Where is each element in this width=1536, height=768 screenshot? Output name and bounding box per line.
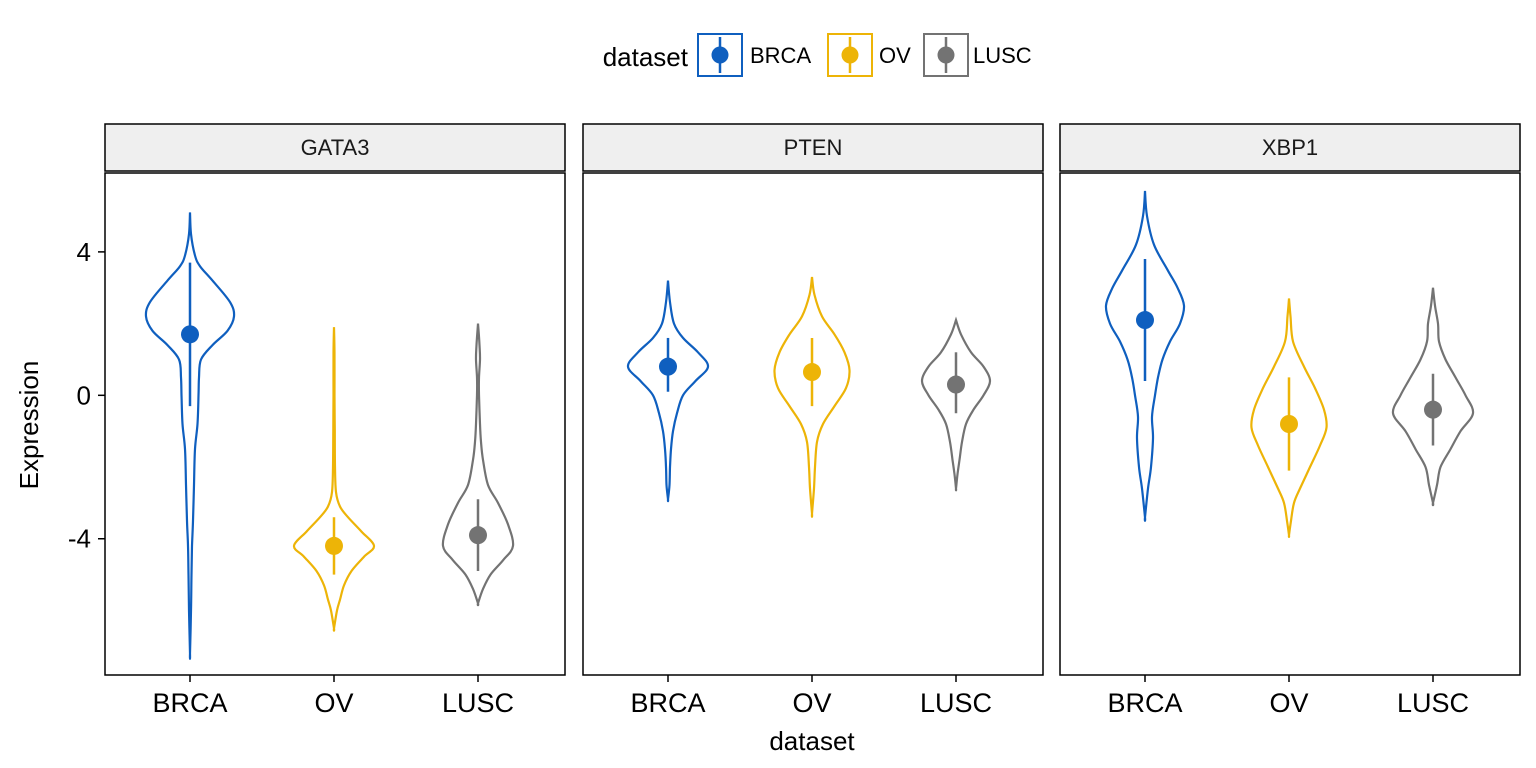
legend-label: BRCA <box>750 43 811 68</box>
legend-keys: BRCA OV LUSC <box>697 33 1032 77</box>
median-point <box>1136 311 1154 330</box>
legend-title: dataset <box>603 42 689 72</box>
y-tick-label: -4 <box>68 524 91 554</box>
legend-label: OV <box>879 43 911 68</box>
median-point <box>947 375 965 394</box>
violin-lusc <box>1391 287 1475 507</box>
x-tick-label: OV <box>792 688 831 718</box>
legend-key-lusc: LUSC <box>923 33 1032 77</box>
facet-strip <box>1059 123 1521 172</box>
violin-ov <box>773 276 851 518</box>
x-tick-label: BRCA <box>630 688 705 718</box>
median-point <box>803 363 821 382</box>
x-tick-label: OV <box>314 688 353 718</box>
legend: dataset BRCA OV LUSC <box>603 33 1032 77</box>
x-tick-label: BRCA <box>1107 688 1182 718</box>
violin-outline <box>144 212 236 661</box>
violin-outline <box>292 327 376 632</box>
median-point <box>325 536 343 555</box>
x-tick-label: OV <box>1269 688 1308 718</box>
violin-brca <box>1104 190 1186 522</box>
y-axis: 4 0 -4 <box>68 237 105 554</box>
x-tick-label: LUSC <box>442 688 514 718</box>
facet-strip <box>104 123 566 172</box>
violin-ov <box>1250 298 1328 539</box>
y-tick-label: 0 <box>77 380 91 410</box>
violin-outline <box>441 323 515 607</box>
y-axis-label: Expression <box>14 361 44 490</box>
median-point <box>469 526 487 545</box>
panel-pten: PTEN BRCA OV LUSC <box>582 123 1044 718</box>
legend-key-point <box>937 46 955 64</box>
median-point <box>1424 400 1442 419</box>
legend-key-brca: BRCA <box>697 33 811 77</box>
legend-label: LUSC <box>973 43 1032 68</box>
x-tick-label: LUSC <box>1397 688 1469 718</box>
legend-key-point <box>841 46 859 64</box>
facet-title: GATA3 <box>301 135 370 160</box>
violin-brca <box>626 280 710 503</box>
violin-lusc <box>441 323 515 607</box>
facet-strip <box>582 123 1044 172</box>
violin-ov <box>292 327 376 632</box>
facet-title: PTEN <box>784 135 843 160</box>
y-tick-label: 4 <box>77 237 91 267</box>
median-point <box>659 357 677 376</box>
facet-title: XBP1 <box>1262 135 1318 160</box>
violin-brca <box>144 212 236 661</box>
x-axis-label: dataset <box>769 726 855 756</box>
legend-key-point <box>711 46 729 64</box>
x-tick-label: LUSC <box>920 688 992 718</box>
violin-lusc <box>920 316 992 492</box>
legend-key-ov: OV <box>827 33 911 77</box>
median-point <box>181 325 199 344</box>
median-point <box>1280 415 1298 433</box>
x-tick-label: BRCA <box>152 688 227 718</box>
